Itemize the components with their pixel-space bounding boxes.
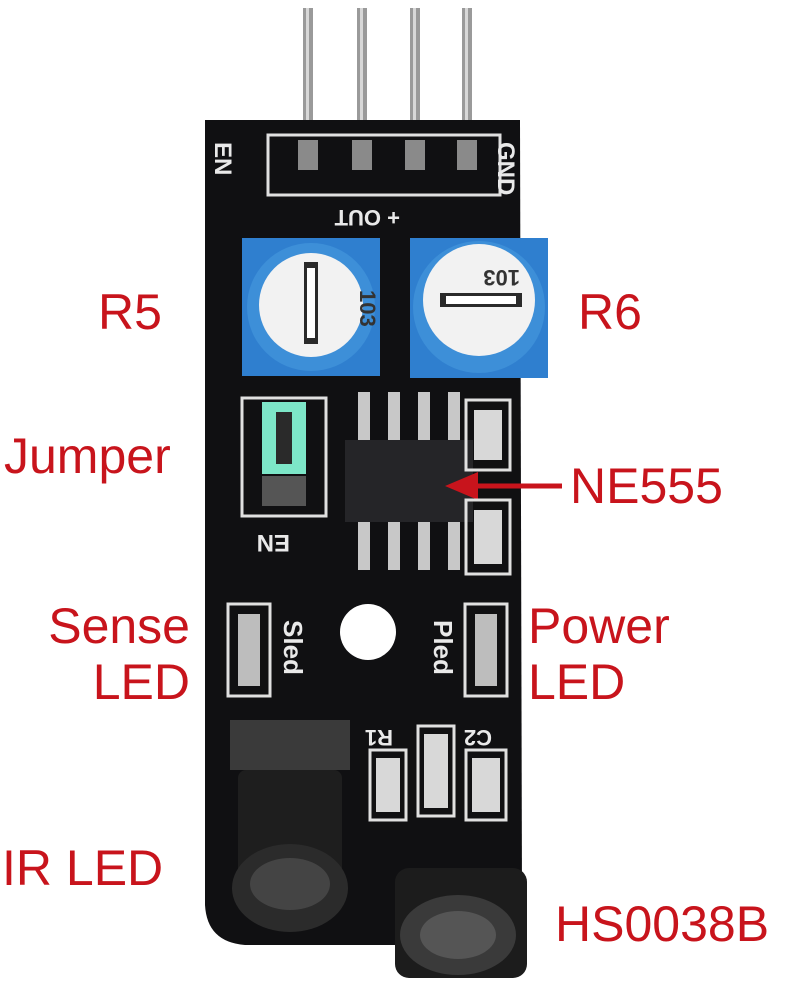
pin-header-outline xyxy=(266,133,502,197)
label-sense-led-line2: LED xyxy=(92,654,190,710)
label-r5: R5 xyxy=(98,284,162,340)
silk-c2: C2 xyxy=(464,725,492,750)
ne555-chip xyxy=(345,392,473,570)
r6-code: 103 xyxy=(483,265,520,290)
silk-r1: R1 xyxy=(365,725,393,750)
jumper-block xyxy=(240,396,328,518)
label-ir-led: IR LED xyxy=(2,840,164,896)
r5-code: 103 xyxy=(355,290,380,327)
label-r6: R6 xyxy=(578,284,642,340)
ir-led-component xyxy=(230,720,350,932)
header-pins xyxy=(303,8,472,158)
label-hs0038b: HS0038B xyxy=(555,896,770,952)
label-power-led: Power LED xyxy=(528,598,670,710)
potentiometer-r5: 103 xyxy=(242,238,380,376)
label-jumper: Jumper xyxy=(4,428,171,484)
silk-en-bottom: EN xyxy=(257,529,290,556)
smd-components-lower xyxy=(368,724,508,822)
potentiometer-r6: 103 xyxy=(410,238,548,378)
silk-sled: Sled xyxy=(278,620,308,675)
label-sense-led: Sense LED xyxy=(40,598,190,710)
silk-out-plus: + OUT xyxy=(334,205,400,230)
label-sense-led-line1: Sense xyxy=(48,598,190,654)
silk-pled: Pled xyxy=(428,620,458,675)
ne555-arrow xyxy=(445,472,562,500)
hs0038b-receiver xyxy=(395,868,527,978)
header-solder-pads xyxy=(298,140,477,170)
mounting-hole xyxy=(340,604,396,660)
sense-led-component xyxy=(226,602,272,698)
silk-en-top: EN xyxy=(209,142,236,175)
smd-resistors-right xyxy=(464,398,512,576)
silk-gnd: GND xyxy=(492,142,519,195)
power-led-component xyxy=(463,602,509,698)
label-power-led-line2: LED xyxy=(528,654,626,710)
label-power-led-line1: Power xyxy=(528,598,670,654)
label-ne555: NE555 xyxy=(570,458,723,514)
